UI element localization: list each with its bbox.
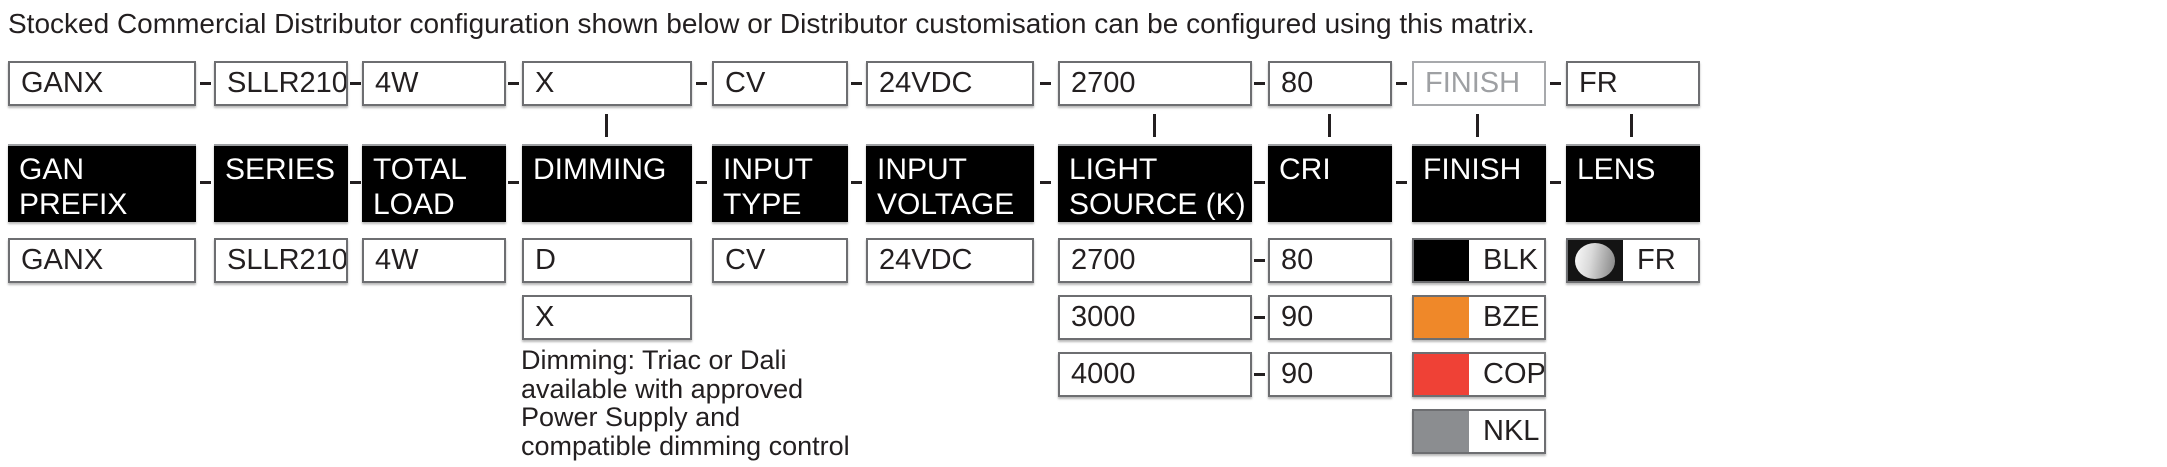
- code-box-lens: FR: [1566, 61, 1700, 106]
- option-finish-blk: BLK: [1412, 238, 1546, 283]
- option-gan-prefix: GANX: [8, 238, 196, 283]
- dash: [1254, 259, 1265, 262]
- finish-label: BZE: [1483, 301, 1540, 333]
- dash: [1254, 181, 1265, 184]
- dash: [200, 82, 211, 85]
- option-cri-90b: 90: [1268, 352, 1392, 397]
- option-cri-80: 80: [1268, 238, 1392, 283]
- header-total-load: TOTAL LOAD: [362, 144, 506, 222]
- code-box-input-voltage: 24VDC: [866, 61, 1034, 106]
- option-cri-90a: 90: [1268, 295, 1392, 340]
- finish-swatch-blk: [1414, 240, 1469, 281]
- header-lens: LENS: [1566, 144, 1700, 222]
- header-gan-prefix: GAN PREFIX: [8, 144, 196, 222]
- frosted-lens-icon: [1568, 240, 1623, 281]
- option-dimming-x: X: [522, 295, 692, 340]
- option-light-source-3000: 3000: [1058, 295, 1252, 340]
- header-dimming: DIMMING: [522, 144, 692, 222]
- option-finish-nkl: NKL: [1412, 409, 1546, 454]
- option-finish-cop: COP: [1412, 352, 1546, 397]
- header-light-source: LIGHT SOURCE (K): [1058, 144, 1252, 222]
- option-series: SLLR210: [214, 238, 348, 283]
- code-box-cri: 80: [1268, 61, 1392, 106]
- connector-line: [1630, 114, 1633, 137]
- option-dimming-d: D: [522, 238, 692, 283]
- finish-swatch-bze: [1414, 297, 1469, 338]
- dimming-note: Dimming: Triac or Dali available with ap…: [521, 345, 850, 461]
- option-finish-bze: BZE: [1412, 295, 1546, 340]
- dash: [1396, 181, 1407, 184]
- option-lens-fr: FR: [1566, 238, 1700, 283]
- finish-label: COP: [1483, 358, 1546, 390]
- finish-swatch-nkl: [1414, 411, 1469, 452]
- dash: [350, 181, 361, 184]
- dash: [1040, 82, 1051, 85]
- finish-label: BLK: [1483, 244, 1538, 276]
- dash: [696, 82, 707, 85]
- code-box-series: SLLR210: [214, 61, 348, 106]
- header-input-voltage: INPUT VOLTAGE: [866, 144, 1034, 222]
- dash: [1550, 82, 1561, 85]
- header-input-type: INPUT TYPE: [712, 144, 848, 222]
- finish-label: NKL: [1483, 415, 1540, 447]
- option-light-source-2700: 2700: [1058, 238, 1252, 283]
- connector-line: [1476, 114, 1479, 137]
- header-series: SERIES: [214, 144, 348, 222]
- option-total-load: 4W: [362, 238, 506, 283]
- dash: [1550, 181, 1561, 184]
- dash: [508, 82, 519, 85]
- connector-line: [1153, 114, 1156, 137]
- dash: [1254, 316, 1265, 319]
- code-box-gan-prefix: GANX: [8, 61, 196, 106]
- code-box-input-type: CV: [712, 61, 848, 106]
- dash: [851, 181, 862, 184]
- dash: [508, 181, 519, 184]
- code-box-dimming: X: [522, 61, 692, 106]
- dash: [200, 181, 211, 184]
- lens-label: FR: [1637, 244, 1676, 276]
- dash: [696, 181, 707, 184]
- header-cri: CRI: [1268, 144, 1392, 222]
- option-input-type: CV: [712, 238, 848, 283]
- dash: [1040, 181, 1051, 184]
- dash: [851, 82, 862, 85]
- connector-line: [1328, 114, 1331, 137]
- finish-swatch-cop: [1414, 354, 1469, 395]
- dash: [1254, 373, 1265, 376]
- page-title: Stocked Commercial Distributor configura…: [8, 8, 1535, 39]
- option-input-voltage: 24VDC: [866, 238, 1034, 283]
- code-box-finish-placeholder: FINISH: [1412, 61, 1546, 106]
- code-box-light-source: 2700: [1058, 61, 1252, 106]
- dash: [1396, 82, 1407, 85]
- connector-line: [605, 114, 608, 137]
- header-finish: FINISH: [1412, 144, 1546, 222]
- option-light-source-4000: 4000: [1058, 352, 1252, 397]
- dash: [1254, 82, 1265, 85]
- code-box-total-load: 4W: [362, 61, 506, 106]
- dash: [350, 82, 361, 85]
